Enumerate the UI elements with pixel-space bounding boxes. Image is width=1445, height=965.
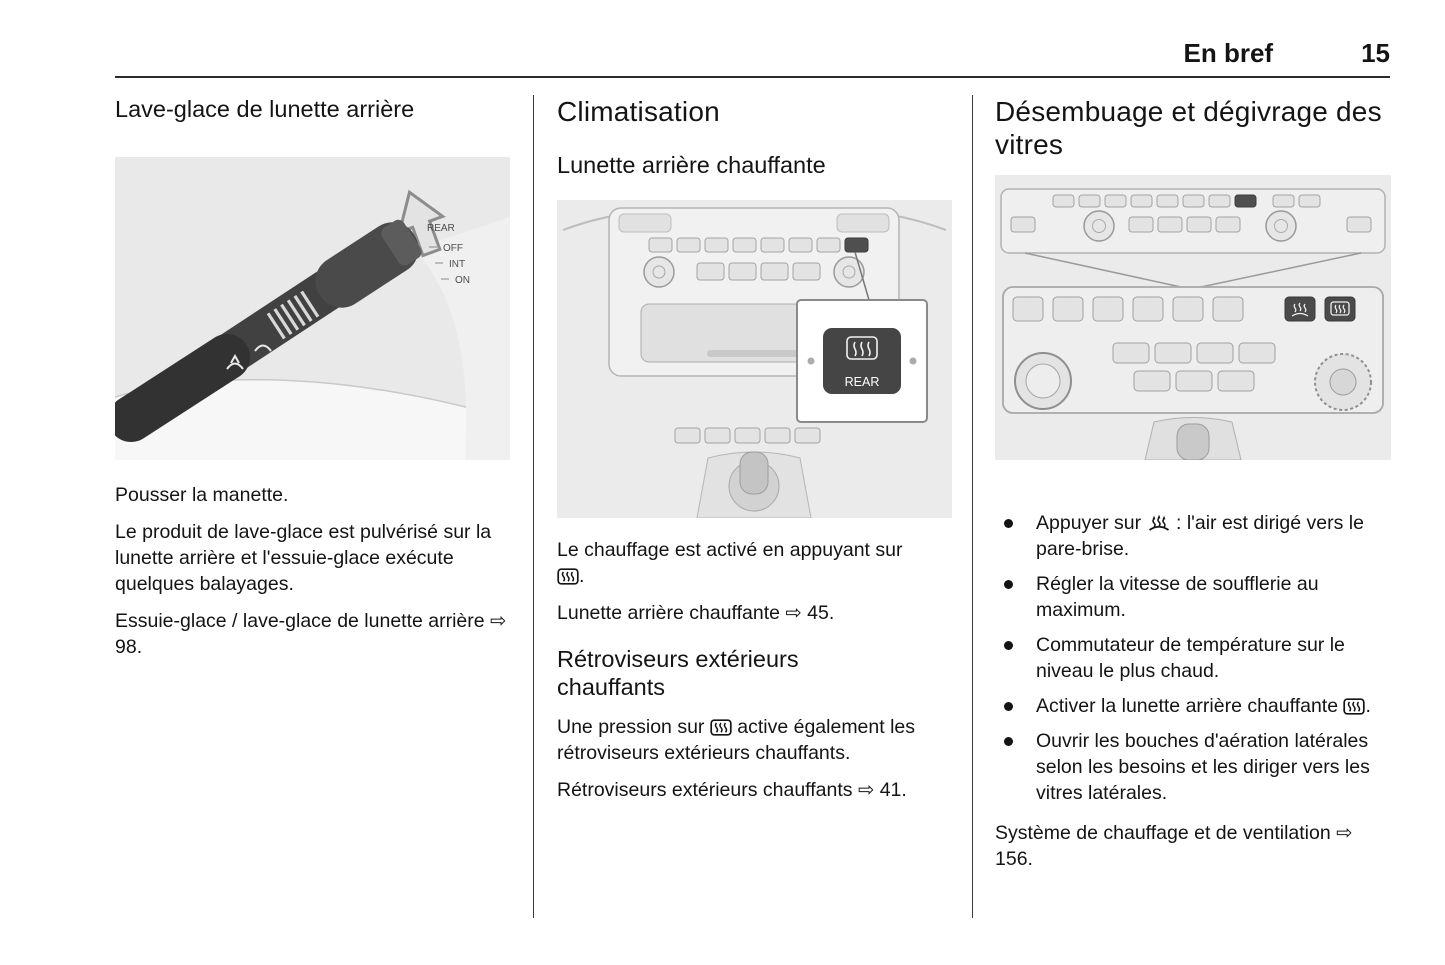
stalk-position-labels: REAR OFF INT ON	[427, 223, 470, 286]
wiper-stalk-illustration: REAR OFF INT ON	[115, 157, 510, 460]
page-number: 15	[1361, 38, 1390, 68]
closing-reference: Système de chauffage et de ventila­tion …	[995, 822, 1353, 870]
bullet-text: Régler la vitesse de soufflerie au maxim…	[1036, 573, 1319, 621]
column-right: Désembuage et dégivrage des vitres	[995, 95, 1391, 872]
bullet-item: Ouvrir les bouches d'aération latérales …	[995, 728, 1391, 806]
paragraph: Une pression sur active également les ré…	[557, 714, 916, 764]
lower-panel-buttons	[1012, 296, 1244, 322]
bullet-marker	[1004, 641, 1013, 650]
paragraph: Essuie-glace / lave-glace de lunette arr…	[115, 610, 507, 658]
callout-box: REAR	[796, 299, 928, 423]
bullet-item: Commutateur de température sur le niveau…	[995, 632, 1391, 684]
column-middle: Climatisation Lunette arrière chauffante	[557, 95, 952, 814]
paragraph: Lunette arrière chauffante ⇨ 45.	[557, 602, 835, 624]
bullet-text: Commutateur de température sur le niveau…	[1036, 634, 1345, 682]
bullet-marker	[1004, 702, 1013, 711]
heated-rear-window-icon	[710, 714, 732, 740]
windscreen-defrost-icon	[1147, 510, 1171, 536]
heated-rear-window-icon	[846, 336, 878, 360]
section-title: En bref	[1183, 38, 1274, 68]
push-direction-arrow	[397, 189, 446, 258]
washer-icon	[226, 344, 272, 370]
console-button-row-top	[648, 237, 841, 253]
paragraph: Le produit de lave-glace est pulvérisé s…	[115, 521, 492, 595]
column-left: Lave-glace de lunette arrière	[115, 95, 510, 671]
rear-button-label: REAR	[845, 375, 880, 389]
callout-line	[854, 251, 870, 301]
center-console-illustration: REAR	[557, 200, 952, 518]
heading-rear-washer: Lave-glace de lunette arrière	[115, 96, 415, 122]
heading-climate: Climatisation	[557, 96, 720, 127]
page-header: En bref 15	[115, 38, 1391, 69]
center-console-figure: REAR	[557, 200, 952, 518]
bullet-marker	[1004, 519, 1013, 528]
bullet-item: Appuyer sur : l'air est dirigé vers le p…	[995, 510, 1391, 562]
stalk-head	[315, 219, 422, 308]
rear-button	[823, 328, 901, 394]
subheading-heated-rear-window: Lunette arrière chauffante	[557, 152, 826, 178]
wiper-stalk-figure: REAR OFF INT ON	[115, 157, 510, 460]
bullet-item: Régler la vitesse de soufflerie au maxim…	[995, 571, 1391, 623]
heated-rear-window-icon	[557, 563, 579, 589]
climate-panel-illustration	[995, 175, 1391, 460]
heated-rear-window-icon	[1343, 693, 1366, 719]
svg-text:INT: INT	[449, 259, 465, 270]
paragraph: Pousser la manette.	[115, 484, 289, 506]
climate-panel-figure	[995, 175, 1391, 460]
svg-text:OFF: OFF	[443, 243, 463, 254]
subheading-heated-mirrors: Rétroviseurs extérieurs chauffants	[557, 646, 799, 700]
bullet-item: Activer la lunette arrière chauffante .	[995, 693, 1391, 719]
bullet-text: Activer la lunette arrière chauffante .	[1036, 693, 1371, 719]
column-divider-2	[972, 95, 974, 918]
bullet-marker	[1004, 580, 1013, 589]
svg-text:REAR: REAR	[427, 223, 455, 234]
header-rule	[115, 76, 1390, 78]
upper-panel-buttons	[1010, 194, 1372, 233]
paragraph: Le chauffage est activé en appuyant sur …	[557, 539, 903, 589]
front-defrost-button	[1284, 296, 1316, 322]
rear-heating-button-highlight	[844, 237, 869, 253]
bullet-text: Appuyer sur : l'air est dirigé vers le p…	[1036, 510, 1364, 560]
rear-defrost-button	[1324, 296, 1356, 322]
bullet-marker	[1004, 737, 1013, 746]
heading-defrost: Désembuage et dégivrage des vitres	[995, 96, 1382, 160]
bullet-text: Ouvrir les bouches d'aération latérales …	[1036, 730, 1370, 804]
svg-text:ON: ON	[455, 275, 470, 286]
column-divider-1	[533, 95, 535, 918]
paragraph: Rétroviseurs extérieurs chauffants ⇨ 41.	[557, 779, 907, 801]
